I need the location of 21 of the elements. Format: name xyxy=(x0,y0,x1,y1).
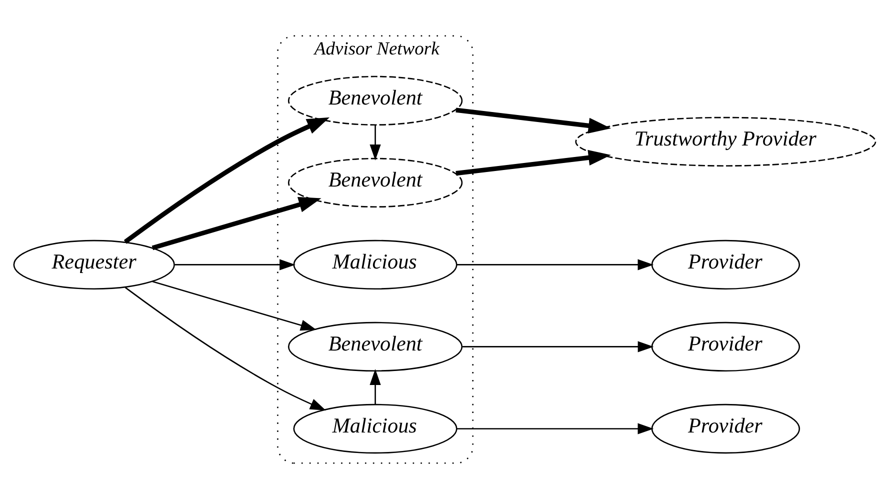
arrow xyxy=(462,341,654,352)
arrow xyxy=(124,286,326,410)
arrow xyxy=(456,423,654,434)
node-ellipse: Provider xyxy=(651,322,800,372)
node-ellipse: Benevolent xyxy=(288,76,463,126)
node-ellipse: Provider xyxy=(651,240,800,290)
arrow xyxy=(174,259,296,270)
arrow xyxy=(456,259,654,270)
arrow xyxy=(456,150,611,176)
arrow xyxy=(456,108,612,134)
arrow xyxy=(370,369,381,404)
node-ellipse: Malicious xyxy=(293,404,458,454)
node-ellipse: Provider xyxy=(651,404,800,454)
node-ellipse: Benevolent xyxy=(288,322,463,372)
node-ellipse: Malicious xyxy=(293,240,458,290)
arrow xyxy=(152,280,317,331)
node-ellipse: Benevolent xyxy=(288,158,463,208)
arrow xyxy=(370,125,381,160)
arrow xyxy=(124,117,330,244)
node-ellipse: Requester xyxy=(13,240,175,290)
arrow xyxy=(152,197,322,250)
